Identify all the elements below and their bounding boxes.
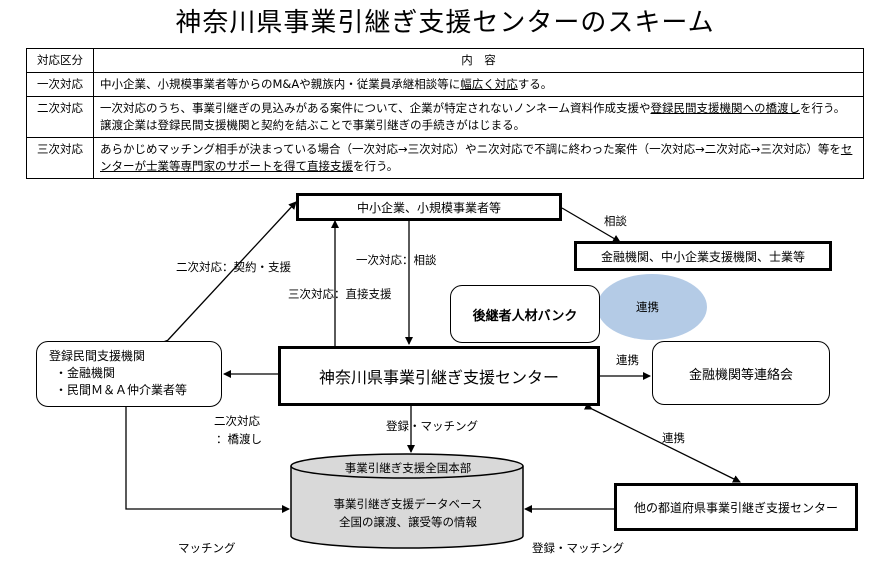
registered-agencies-title: 登録民間支援機関 (49, 349, 146, 363)
financial-council-label: 金融機関等連絡会 (688, 367, 793, 383)
center-box: 神奈川県事業引継ぎ支援センター (278, 346, 600, 406)
database-line2: 全国の譲渡、譲受等の情報 (339, 515, 477, 529)
sme-box: 中小企業、小規模事業者等 (296, 193, 562, 221)
row-text-emphasis: センターが士業等専門家のサポートを得て直接支援 (100, 142, 853, 173)
registered-agencies-item: ・金融機関 (55, 366, 116, 380)
register-match-other-label: 登録・マッチング (532, 541, 624, 555)
collab-bank-label: 連携 (636, 300, 659, 314)
arrow-matching (125, 407, 290, 513)
header-content: 内 容 (93, 48, 864, 73)
row-text: を行う。 譲渡企業は登録民間支援機関と契約を結ぶことで事業引継ぎの手続きがはじま… (100, 101, 846, 132)
table-header-row: 対応区分 内 容 (26, 48, 864, 73)
secondary-contract-label: 二次対応：契約・支援 (176, 260, 291, 274)
registered-agencies-item: ・民間Ｍ＆Ａ仲介業者等 (55, 383, 188, 397)
table-row: 三次対応 あらかじめマッチング相手が決まっている場合（一次対応→三次対応）やニ次… (26, 137, 864, 179)
row-text-emphasis: 幅広く対応 (460, 77, 518, 91)
row-category: 三次対応 (26, 137, 94, 179)
secondary-bridge-label: 二次対応 (214, 414, 260, 428)
other-centers-box: 他の都道府県事業引継ぎ支援センター (614, 483, 858, 531)
hq-label: 事業引継ぎ支援全国本部 (344, 461, 472, 475)
consult-label: 相談 (604, 214, 627, 228)
table-row: 一次対応 中小企業、小規模事業者等からのM&Aや親族内・従業員承継相談等に幅広く… (26, 72, 864, 97)
database-cylinder (290, 453, 524, 549)
register-match-label: 登録・マッチング (386, 419, 478, 433)
collab-council-label: 連携 (616, 353, 639, 367)
registered-agencies-box: 登録民間支援機関 ・金融機関 ・民間Ｍ＆Ａ仲介業者等 (36, 341, 222, 407)
row-text-emphasis: 登録民間支援機関への橋渡し (650, 101, 801, 115)
row-text: する。 (517, 77, 553, 91)
arrow-secondary-contract (160, 201, 297, 348)
collab-other-label: 連携 (662, 431, 685, 445)
database-line1: 事業引継ぎ支援データベース (333, 497, 483, 511)
row-content: 一次対応のうち、事業引継ぎの見込みがある案件について、企業が特定されないノンネー… (93, 96, 864, 138)
row-text: あらかじめマッチング相手が決まっている場合（一次対応→三次対応）やニ次対応で不調… (100, 142, 841, 156)
collaboration-ellipse (597, 274, 707, 340)
secondary-bridge-label: ：橋渡し (216, 432, 262, 446)
successor-bank-label: 後継者人材バンク (472, 308, 578, 324)
row-text: 一次対応のうち、事業引継ぎの見込みがある案件について、企業が特定されないノンネー… (100, 101, 651, 115)
row-text: を行う。 (353, 159, 399, 173)
financial-institutions-label: 金融機関、中小企業支援機関、士業等 (600, 249, 805, 264)
page-title: 神奈川県事業引継ぎ支援センターのスキーム (175, 8, 715, 38)
row-text: 中小企業、小規模事業者等からのM&Aや親族内・従業員承継相談等に (100, 77, 461, 91)
arrow-consult (561, 207, 621, 243)
matching-label: マッチング (178, 541, 236, 555)
other-centers-label: 他の都道府県事業引継ぎ支援センター (633, 500, 838, 515)
table-row: 二次対応 一次対応のうち、事業引継ぎの見込みがある案件について、企業が特定されな… (26, 96, 864, 138)
arrow-collab-other (583, 402, 741, 483)
row-content: 中小企業、小規模事業者等からのM&Aや親族内・従業員承継相談等に幅広く対応する。 (93, 72, 864, 97)
successor-bank-box: 後継者人材バンク (450, 285, 600, 343)
financial-institutions-box: 金融機関、中小企業支援機関、士業等 (574, 241, 832, 271)
header-category: 対応区分 (26, 48, 94, 73)
financial-council-box: 金融機関等連絡会 (652, 341, 830, 405)
row-content: あらかじめマッチング相手が決まっている場合（一次対応→三次対応）やニ次対応で不調… (93, 137, 864, 179)
primary-consult-label: 一次対応：相談 (356, 253, 437, 267)
row-category: 二次対応 (26, 96, 94, 138)
center-label: 神奈川県事業引継ぎ支援センター (318, 368, 559, 387)
response-table: 対応区分 内 容 一次対応 中小企業、小規模事業者等からのM&Aや親族内・従業員… (26, 48, 864, 179)
tertiary-direct-label: 三次対応：直接支援 (288, 287, 392, 301)
sme-label: 中小企業、小規模事業者等 (356, 200, 501, 215)
